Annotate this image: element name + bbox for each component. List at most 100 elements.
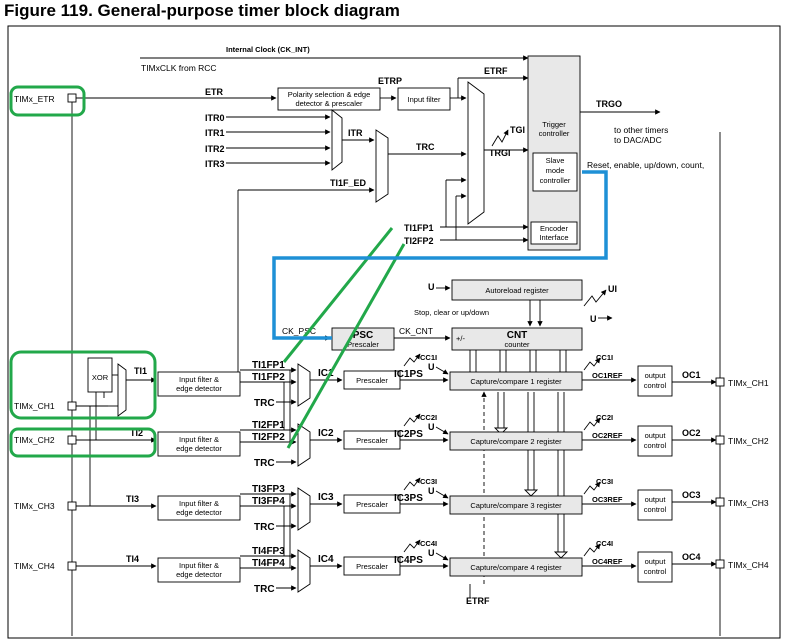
trigger-controller-label-2: controller — [539, 129, 570, 138]
signal-ti1f-ed: TI1F_ED — [330, 178, 367, 188]
output-control-l2-ch2: control — [644, 441, 667, 450]
signal-etrp: ETRP — [378, 76, 402, 86]
ic-label-ch4: IC4 — [318, 554, 334, 565]
filter-edge-4-l1: Input filter & — [179, 561, 219, 570]
output-control-ch4 — [637, 551, 673, 583]
pin-ch1-out-pad[interactable] — [715, 377, 725, 387]
icps-label-ch2: IC2PS — [394, 429, 423, 440]
slave-mode-block — [532, 152, 578, 192]
trc-in-ch1: TRC — [254, 398, 275, 409]
cc-register-ch1 — [449, 371, 583, 391]
cc-register-label-ch4: Capture/compare 4 register — [470, 563, 562, 572]
highlight-etr — [9, 85, 86, 117]
signal-trgi: TRGI — [489, 148, 511, 158]
timxclk-label: TIMxCLK from RCC — [141, 63, 217, 73]
ic-label-ch1: IC1 — [318, 368, 334, 379]
cci-label-left-ch2: CC2I — [420, 413, 437, 422]
ic-label-ch2: IC2 — [318, 428, 334, 439]
output-control-l1-ch2: output — [645, 431, 667, 440]
xor-label: XOR — [92, 373, 109, 382]
filter-edge-2-l2: edge detector — [176, 444, 222, 453]
mux-in-b-ch3: TI3FP4 — [252, 496, 285, 507]
cc-register-label-ch2: Capture/compare 2 register — [470, 437, 562, 446]
trc-in-ch4: TRC — [254, 584, 275, 595]
autoreload-label: Autoreload register — [485, 286, 549, 295]
signal-itr3: ITR3 — [205, 159, 225, 169]
pin-ch1-in-pad[interactable] — [67, 401, 77, 411]
mux-in-b-ch2: TI2FP2 — [252, 432, 285, 443]
oc-label-ch2: OC2 — [682, 428, 701, 438]
ic-label-ch3: IC3 — [318, 492, 334, 503]
ic-mux-ch2 — [297, 423, 311, 467]
signal-ck-cnt: CK_CNT — [399, 326, 433, 336]
output-control-l2-ch4: control — [644, 567, 667, 576]
polarity-label-1: Polarity selection & edge — [288, 90, 371, 99]
pin-ch1-out: TIMx_CH1 — [728, 378, 769, 388]
highlight-ch2 — [9, 427, 157, 458]
signal-u-top: U — [428, 282, 435, 292]
signal-itr1: ITR1 — [205, 128, 225, 138]
ocref-label-ch2: OC2REF — [592, 431, 623, 440]
trc-in-ch2: TRC — [254, 458, 275, 469]
slave-mode-label-2: mode — [546, 166, 565, 175]
mux-in-a-ch4: TI4FP3 — [252, 546, 285, 557]
cc-register-ch3 — [449, 495, 583, 515]
mux-in-a-ch1: TI1FP1 — [252, 360, 285, 371]
signal-ti2: TI2 — [130, 428, 143, 438]
output-control-ch1 — [637, 365, 673, 397]
highlight-cross-2 — [286, 243, 406, 449]
ocref-label-ch3: OC3REF — [592, 495, 623, 504]
filter-edge-3-l1: Input filter & — [179, 499, 219, 508]
signal-ck-psc: CK_PSC — [282, 326, 316, 336]
pin-ch2-in-pad[interactable] — [67, 435, 77, 445]
u-label-ch3: U — [428, 486, 435, 496]
filter-edge-1-l2: edge detector — [176, 384, 222, 393]
polarity-label-2: detector & prescaler — [295, 99, 363, 108]
encoder-label-2: Interface — [539, 233, 568, 242]
filter-edge-2-l1: Input filter & — [179, 435, 219, 444]
slave-outputs-label: Reset, enable, up/down, count, — [587, 160, 704, 170]
cci-label-right-ch3: CC3I — [596, 477, 613, 486]
cci-label-left-ch1: CC1I — [420, 353, 437, 362]
cci-label-left-ch3: CC3I — [420, 477, 437, 486]
highlight-slave-to-psc — [272, 170, 608, 340]
signal-etrf-bottom: ETRF — [466, 596, 490, 606]
pin-etr-pad[interactable] — [67, 93, 77, 103]
encoder-label-1: Encoder — [540, 224, 568, 233]
mux-in-a-ch2: TI2FP1 — [252, 420, 285, 431]
cci-label-right-ch1: CC1I — [596, 353, 613, 362]
output-control-ch2 — [637, 425, 673, 457]
u-label-ch2: U — [428, 422, 435, 432]
ic-mux-ch4 — [297, 549, 311, 593]
signal-trc: TRC — [416, 142, 435, 152]
psc-label: PSC — [353, 330, 374, 341]
trgo-dest-1: to other timers — [614, 125, 668, 135]
autoreload-block — [451, 279, 583, 301]
cnt-block — [451, 327, 583, 351]
prescaler-label-ch4: Prescaler — [356, 562, 388, 571]
input-filter-block — [397, 87, 451, 111]
plus-minus-label: +/- — [456, 334, 465, 343]
signal-itr2: ITR2 — [205, 144, 225, 154]
pin-ch4-in-pad[interactable] — [67, 561, 77, 571]
pin-ch3-out-pad[interactable] — [715, 497, 725, 507]
pin-ch4-in: TIMx_CH4 — [14, 561, 55, 571]
trgo-dest-2: to DAC/ADC — [614, 135, 662, 145]
icps-label-ch1: IC1PS — [394, 369, 423, 380]
filter-edge-1 — [157, 371, 241, 397]
prescaler-label-ch1: Prescaler — [356, 376, 388, 385]
pin-ch3-in-pad[interactable] — [67, 501, 77, 511]
filter-edge-3-l2: edge detector — [176, 508, 222, 517]
pin-ch2-in: TIMx_CH2 — [14, 435, 55, 445]
icps-label-ch3: IC3PS — [394, 493, 423, 504]
highlight-ch1 — [9, 350, 157, 420]
trc-in-ch3: TRC — [254, 522, 275, 533]
filter-edge-4 — [157, 557, 241, 583]
signal-ti1: TI1 — [134, 366, 147, 376]
pin-ch3-in: TIMx_CH3 — [14, 501, 55, 511]
pin-ch2-out-pad[interactable] — [715, 435, 725, 445]
filter-edge-1-l1: Input filter & — [179, 375, 219, 384]
pin-ch4-out-pad[interactable] — [715, 559, 725, 569]
mux-in-b-ch4: TI4FP4 — [252, 558, 285, 569]
